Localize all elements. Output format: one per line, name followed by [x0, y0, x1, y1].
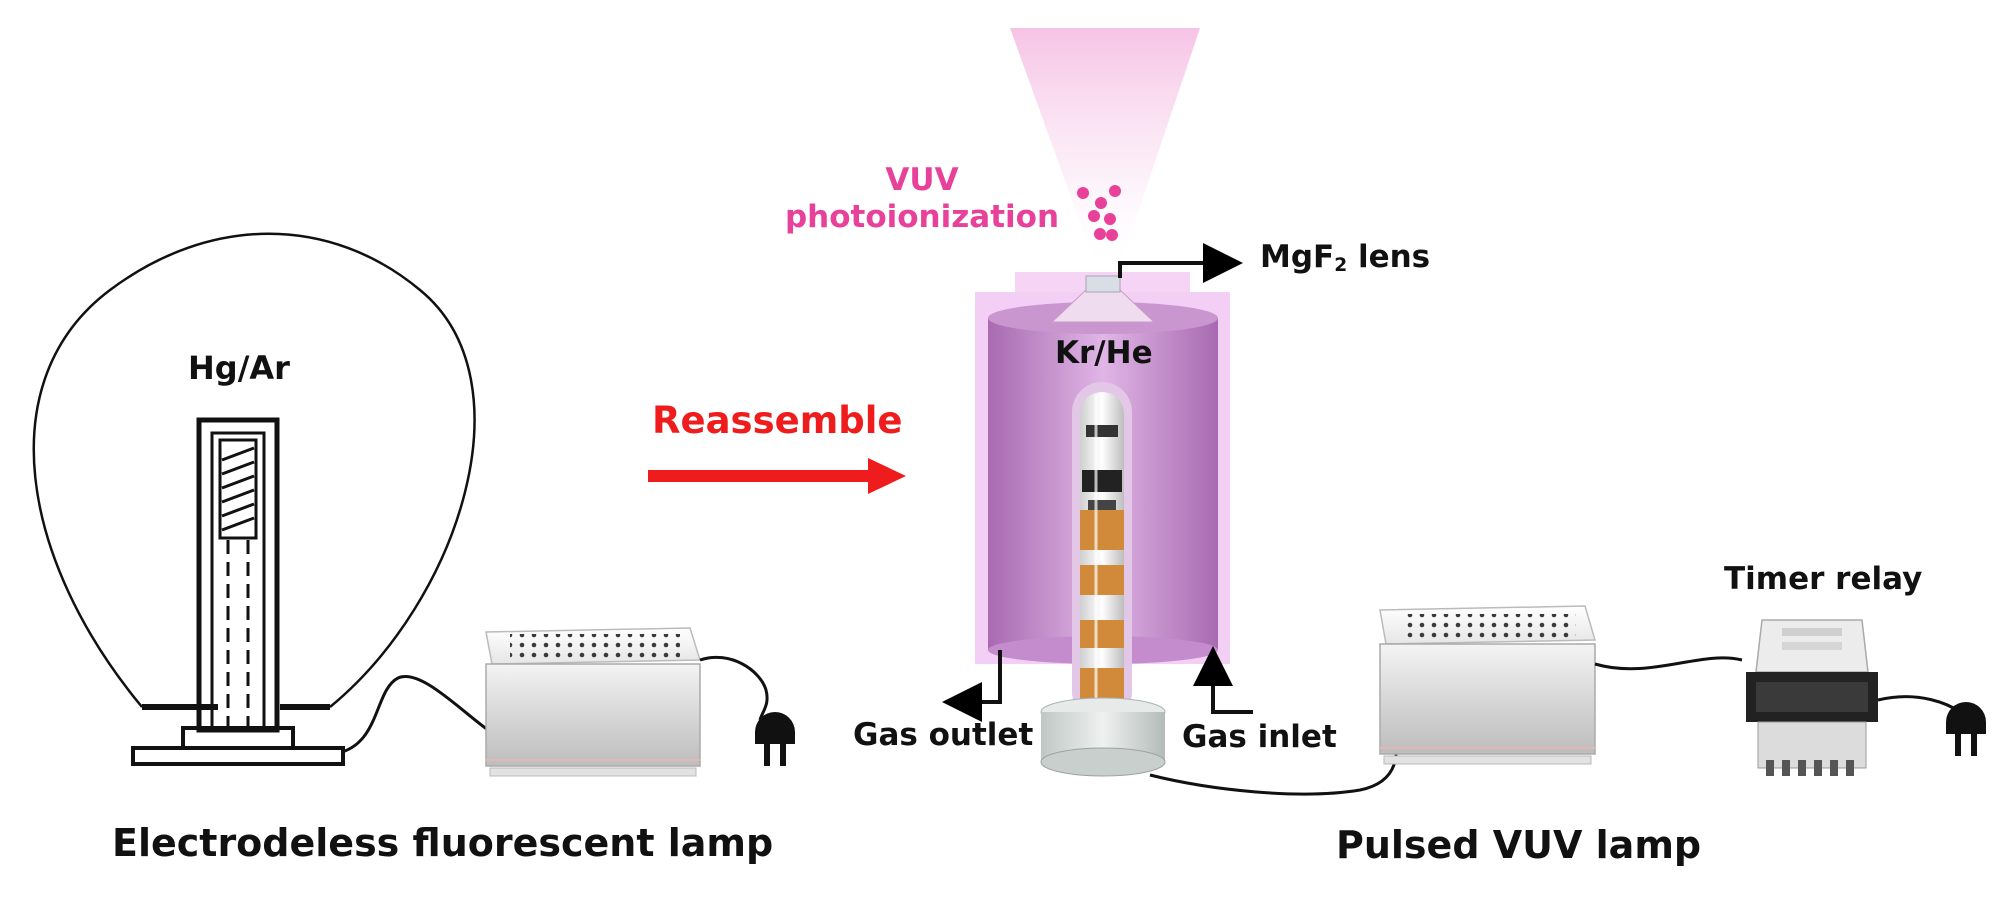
vuv-label-line1: VUV [885, 162, 959, 198]
reassemble-label: Reassemble [652, 399, 903, 442]
right-power-box [1379, 605, 1743, 765]
power-plug-icon [1946, 702, 1986, 756]
timer-relay-device [1746, 619, 1961, 776]
power-plug-icon [755, 712, 795, 766]
mgf-subscript: 2 [1334, 255, 1348, 276]
gas-outlet-label: Gas outlet [853, 717, 1034, 753]
electrodeless-lamp-caption: Electrodeless fluorescent lamp [112, 821, 774, 865]
hg-ar-label: Hg/Ar [188, 349, 290, 387]
reassemble-arrow [648, 458, 906, 494]
electrodeless-lamp-illustration [32, 232, 489, 766]
vuv-photoionization-label: VUV photoionization [780, 162, 1064, 236]
timer-relay-label: Timer relay [1724, 561, 1923, 597]
mgf2-lens-label: MgF2 lens [1260, 242, 1430, 276]
lens-text: lens [1347, 239, 1431, 275]
mgf-text: MgF [1260, 239, 1335, 275]
kr-he-label: Kr/He [1055, 335, 1153, 371]
pulsed-vuv-lamp-caption: Pulsed VUV lamp [1336, 823, 1702, 867]
vuv-label-line2: photoionization [784, 199, 1060, 236]
vuv-chamber-illustration [942, 28, 1398, 796]
gas-inlet-label: Gas inlet [1182, 719, 1337, 755]
left-power-box [485, 627, 769, 777]
